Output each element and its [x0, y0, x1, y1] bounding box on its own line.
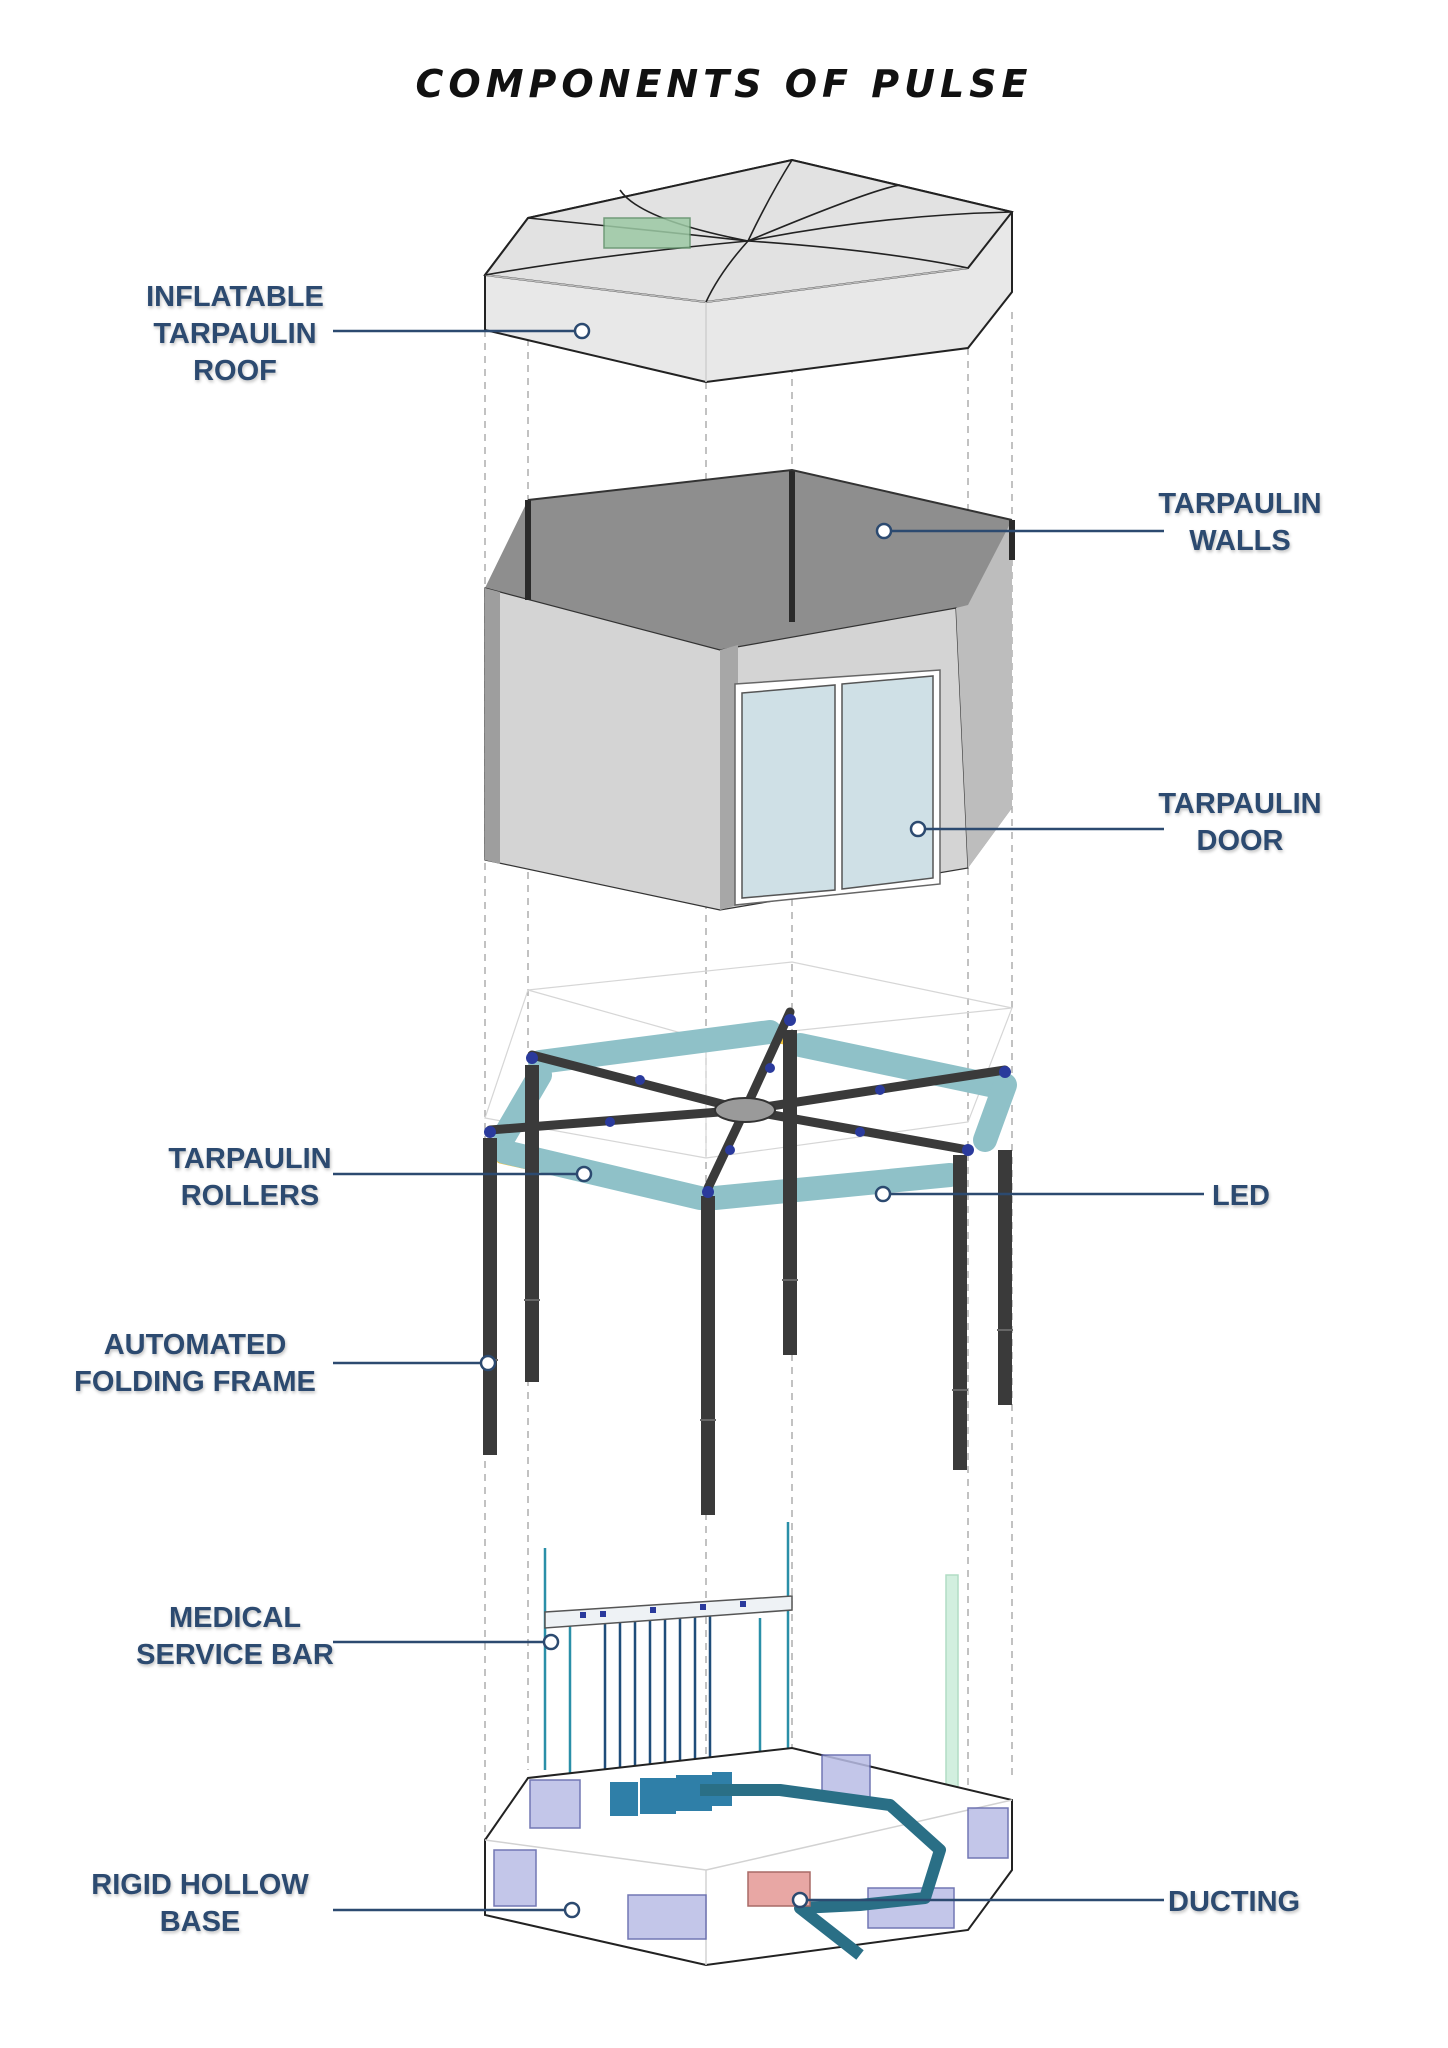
inflatable-roof [483, 158, 1014, 384]
folding-frame [482, 961, 1017, 1515]
page-title: COMPONENTS OF PULSE [415, 62, 1033, 106]
label-tarpaulin-walls: TARPAULIN WALLS [1158, 488, 1322, 557]
leader-dots [479, 322, 927, 1919]
roof-blower-unit [603, 217, 691, 249]
label-automated-folding-frame: AUTOMATED FOLDING FRAME [74, 1329, 316, 1398]
leader-lines [333, 329, 1204, 1912]
label-tarpaulin-rollers: TARPAULIN ROLLERS [168, 1143, 332, 1212]
rigid-base [484, 1746, 1013, 1967]
label-medical-service-bar: MEDICAL SERVICE BAR [136, 1602, 334, 1671]
label-ducting: DUCTING [1168, 1886, 1301, 1918]
service-system [543, 1522, 959, 1796]
label-led: LED [1212, 1180, 1270, 1212]
medical-service-bar [544, 1595, 793, 1629]
tarpaulin-door-panel [734, 669, 941, 906]
label-tarpaulin-door: TARPAULIN DOOR [1158, 788, 1322, 857]
tarpaulin-walls [484, 468, 1015, 911]
label-inflatable-roof: INFLATABLE TARPAULIN ROOF [146, 281, 324, 387]
label-rigid-hollow-base: RIGID HOLLOW BASE [91, 1869, 309, 1938]
